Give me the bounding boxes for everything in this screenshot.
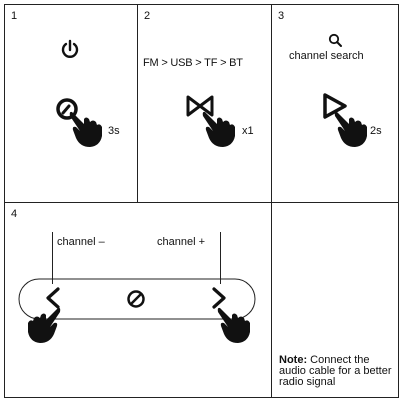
mode-button-icon: [186, 95, 214, 117]
hold-time-label: 2s: [370, 125, 382, 137]
panel-number: 4: [11, 208, 18, 220]
next-button-icon: [212, 287, 226, 309]
press-count-label: x1: [242, 125, 254, 137]
panel-number: 3: [278, 10, 285, 22]
note-text: Note: Connect the audio cable for a bett…: [279, 355, 397, 388]
search-icon: [328, 33, 342, 47]
control-bar: [18, 278, 256, 320]
panel-number: 1: [11, 10, 18, 22]
panel-number: 2: [144, 10, 151, 22]
panel-1: 1 3s: [4, 4, 137, 202]
hand-pointer-icon: [28, 307, 61, 343]
panel-3: 3 channel search 2s: [271, 4, 398, 202]
channel-down-label: channel –: [57, 236, 105, 248]
hand-pointer-icon: [202, 111, 235, 147]
channel-search-label: channel search: [289, 50, 364, 62]
pointer-lines: [52, 232, 221, 284]
mode-sequence-label: FM > USB > TF > BT: [143, 57, 243, 69]
stop-button-icon: [127, 290, 145, 308]
previous-button-icon: [46, 287, 60, 309]
panel-2: 2 FM > USB > TF > BT x1: [137, 4, 271, 202]
note-body: Connect the audio cable for a better rad…: [279, 354, 392, 388]
play-button-icon: [323, 93, 347, 119]
hand-pointer-icon: [334, 111, 367, 147]
hand-pointer-icon: [217, 307, 250, 343]
panel-4: 4 channel – channel +: [4, 202, 271, 397]
hand-pointer-icon: [69, 111, 102, 147]
hold-time-label: 3s: [108, 125, 120, 137]
power-button-icon: [56, 98, 78, 120]
power-icon: [61, 39, 79, 58]
channel-up-label: channel +: [157, 236, 206, 248]
note-prefix: Note:: [279, 354, 308, 366]
